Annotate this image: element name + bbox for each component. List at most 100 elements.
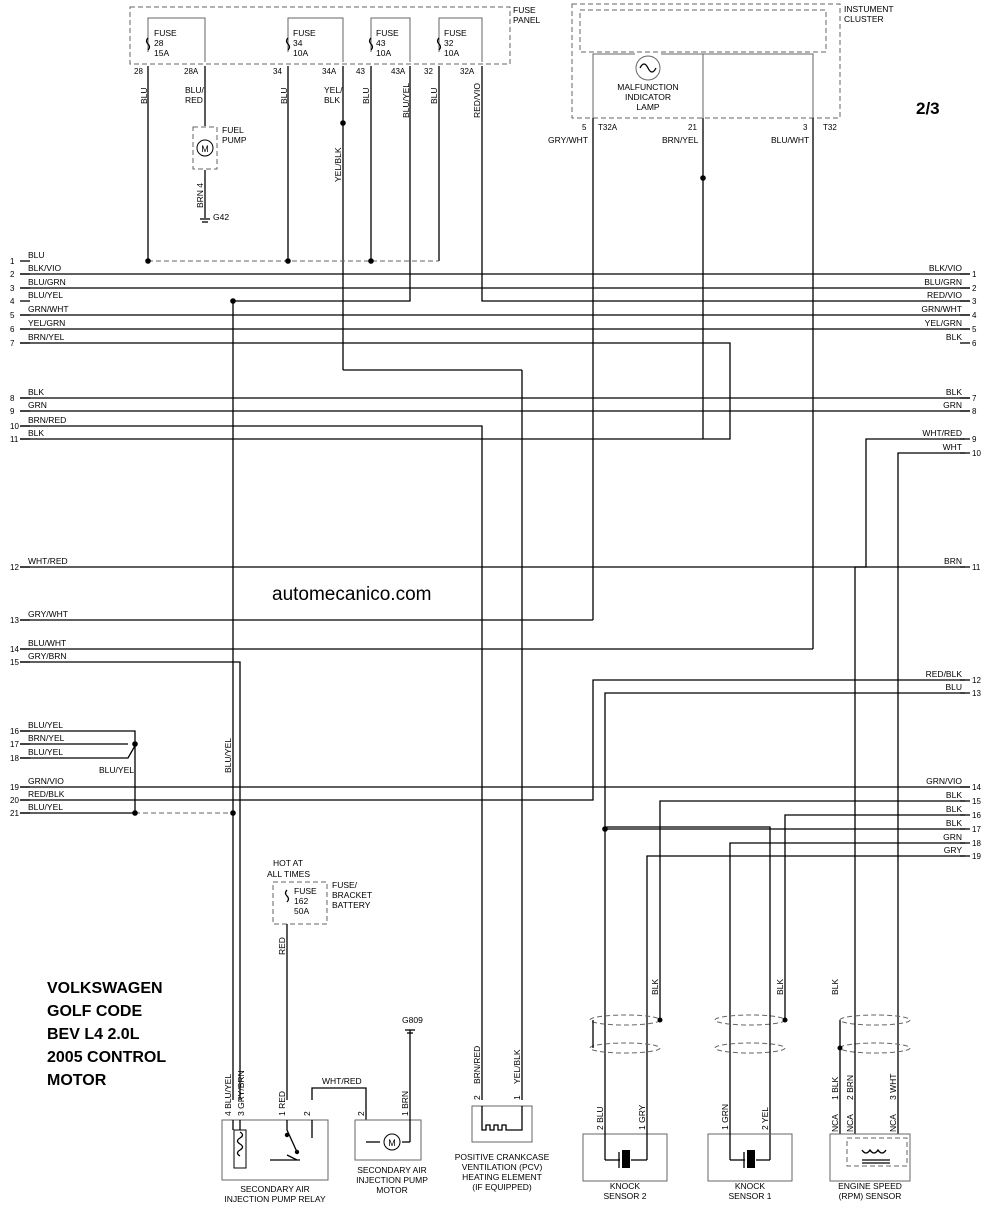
- cluster-label-1: INSTUMENT: [844, 4, 894, 14]
- left-wire-color: BLU/YEL: [28, 290, 63, 300]
- fuse-28-symbol: [145, 37, 151, 51]
- right-wire-color: GRN: [943, 832, 962, 842]
- right-wire-color: BLK/VIO: [929, 263, 962, 273]
- right-wire-number: 15: [972, 797, 981, 806]
- cluster-pin-3: 3: [803, 123, 808, 132]
- right-wire-number: 1: [972, 270, 977, 279]
- left-wire-number: 7: [10, 339, 15, 348]
- right-wire-color: GRN: [943, 400, 962, 410]
- relay-label-2: INJECTION PUMP RELAY: [224, 1194, 326, 1204]
- pump-motor-icon: [383, 1133, 401, 1151]
- fuse-43-symbol: [368, 37, 374, 51]
- knock-sensor-2: BLK 2 BLU 1 GRY KNOCK SENSOR 2: [582, 979, 668, 1201]
- left-wire-color: YEL/GRN: [28, 318, 65, 328]
- left-wire-number: 1: [10, 257, 15, 266]
- fuel-pump-ground-wire-label: BRN 4: [195, 183, 205, 208]
- fuse-34-rating: 10A: [293, 48, 308, 58]
- pcv-wire-yel-blk: YEL/BLK: [512, 1049, 522, 1084]
- battery-fuse-label: FUSE: [294, 886, 317, 896]
- right-wire-color: GRN/VIO: [926, 776, 962, 786]
- knock1-pin-2-label: 2 YEL: [760, 1107, 770, 1130]
- left-wire-number: 8: [10, 394, 15, 403]
- wire-label-fuse43-out: BLU/YEL: [401, 83, 411, 118]
- lamp-label-2: INDICATOR: [625, 92, 671, 102]
- left-wire-number: 21: [10, 809, 19, 818]
- left-wire-color: GRN: [28, 400, 47, 410]
- motor-label-2: INJECTION PUMP: [356, 1175, 428, 1185]
- motor-pin-2-label: 2: [356, 1111, 366, 1116]
- fuse-34-symbol: [285, 37, 291, 51]
- left-wire-number: 16: [10, 727, 19, 736]
- fuse-32-rating: 10A: [444, 48, 459, 58]
- right-wire-color: RED/VIO: [927, 290, 962, 300]
- wire-label-fuse28-in: BLU: [139, 87, 149, 104]
- right-wire-color: BRN: [944, 556, 962, 566]
- page-label: 2/3: [916, 99, 940, 118]
- right-wire-number: 9: [972, 435, 977, 444]
- left-wire-color: GRN/VIO: [28, 776, 64, 786]
- fuse-panel-label-1: FUSE: [513, 5, 536, 15]
- left-wire-number: 2: [10, 270, 15, 279]
- right-wire-color: BLK: [946, 387, 962, 397]
- relay-motor-wire-label: WHT/RED: [322, 1076, 362, 1086]
- top-vertical-wires: BLU BLU/ RED BLU YEL/ BLK BLU BLU/YEL BL…: [139, 66, 970, 1100]
- left-wire-number: 12: [10, 563, 19, 572]
- splice-dot: [368, 258, 374, 264]
- relay-pin-3-label: 3 GRY/BRN: [236, 1070, 246, 1116]
- left-wire-color: BLK: [28, 387, 44, 397]
- right-wire-number: 17: [972, 825, 981, 834]
- cluster-pin-21: 21: [688, 123, 697, 132]
- wire-label-fuse34-out-2: BLK: [324, 95, 340, 105]
- title-line-2: GOLF CODE: [47, 1003, 142, 1020]
- left-wire-color: GRN/WHT: [28, 304, 69, 314]
- title-line-5: MOTOR: [47, 1072, 107, 1089]
- left-wire-color: BLU/YEL: [28, 802, 63, 812]
- fuse-28-pin-in: 28: [134, 67, 143, 76]
- title-line-1: VOLKSWAGEN: [47, 980, 163, 997]
- fuse-28-pin-out: 28A: [184, 67, 199, 76]
- fuse-32-pin-out: 32A: [460, 67, 475, 76]
- fuse-43-number: 43: [376, 38, 386, 48]
- left-wire-number: 14: [10, 645, 19, 654]
- left-wire-number: 6: [10, 325, 15, 334]
- watermark: automecanico.com: [272, 584, 431, 605]
- left-wire-color: BLU/YEL: [28, 747, 63, 757]
- pcv-pin-2: 2: [472, 1095, 482, 1100]
- battery-bracket-label-1: FUSE/: [332, 880, 358, 890]
- battery-fuse-rating: 50A: [294, 906, 309, 916]
- right-wire-number: 3: [972, 297, 977, 306]
- lamp-label-3: LAMP: [636, 102, 659, 112]
- instrument-cluster: INSTUMENT CLUSTER MALFUNCTION INDICATOR …: [571, 3, 894, 132]
- fuse-32-label: FUSE: [444, 28, 467, 38]
- battery-fuse-number: 162: [294, 896, 308, 906]
- hot-at-label-2: ALL TIMES: [267, 869, 310, 879]
- splice-dot: [700, 175, 706, 181]
- right-wire-color: BLU/GRN: [924, 277, 962, 287]
- right-wire-color: YEL/GRN: [925, 318, 962, 328]
- cluster-connector-t32a: T32A: [598, 123, 618, 132]
- wire-label-fuse34-in: BLU: [279, 87, 289, 104]
- knock1-label-1: KNOCK: [735, 1181, 766, 1191]
- ground-g42-label: G42: [213, 212, 229, 222]
- left-wire-color: BLU/WHT: [28, 638, 66, 648]
- right-wire-color: BLK: [946, 332, 962, 342]
- left-wire-color: BRN/RED: [28, 415, 66, 425]
- relay-label-1: SECONDARY AIR: [240, 1184, 310, 1194]
- wire-label-brn-yel: BRN/YEL: [662, 135, 699, 145]
- wire-label-gry-wht: GRY/WHT: [548, 135, 588, 145]
- fuse-43-label: FUSE: [376, 28, 399, 38]
- knock-sensor-2-element-icon: [622, 1150, 630, 1168]
- fuel-pump-motor-icon: [196, 139, 214, 157]
- lamp-label-1: MALFUNCTION: [617, 82, 678, 92]
- wire-label-fuse28-out-1: BLU/: [185, 85, 205, 95]
- left-wire-number: 4: [10, 297, 15, 306]
- speed-nca-3: NCA: [888, 1114, 898, 1132]
- left-wire-color: BLK: [28, 428, 44, 438]
- right-wire-number: 2: [972, 284, 977, 293]
- fuse-34-label: FUSE: [293, 28, 316, 38]
- right-wire-color: BLK: [946, 804, 962, 814]
- speed-pin-3-label: 3 WHT: [888, 1074, 898, 1100]
- fuse-32-symbol: [436, 37, 442, 51]
- left-wire-number: 18: [10, 754, 19, 763]
- secondary-air-pump-motor: M 2 1 BRN G809 SECONDARY AIR INJECTION P…: [354, 1015, 428, 1195]
